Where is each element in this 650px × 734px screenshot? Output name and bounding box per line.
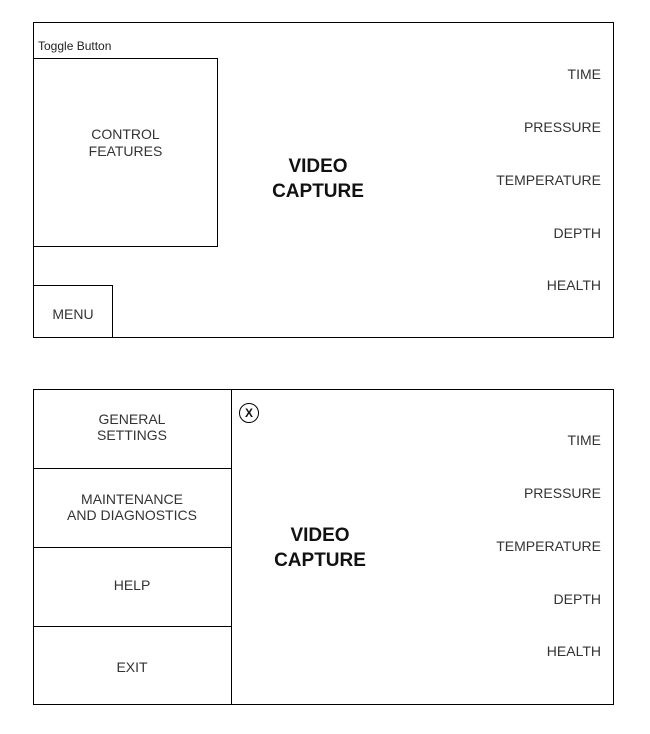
readout-temperature: TEMPERATURE	[496, 172, 601, 188]
readout-temperature: TEMPERATURE	[496, 538, 601, 554]
control-features-label: CONTROL FEATURES	[88, 125, 163, 159]
video-capture-area: VIDEO CAPTURE	[274, 525, 366, 571]
readout-time: TIME	[567, 66, 601, 82]
menu-button[interactable]: MENU	[33, 285, 113, 338]
control-features-panel[interactable]: CONTROL FEATURES	[33, 58, 218, 247]
menu-button-label: MENU	[52, 306, 94, 322]
menu-item-label: HELP	[113, 576, 151, 593]
menu-item-label: GENERAL SETTINGS	[96, 410, 167, 443]
toggle-button[interactable]: Toggle Button	[38, 39, 112, 53]
menu-item-label: EXIT	[116, 658, 148, 675]
readouts-list: TIME PRESSURE TEMPERATURE DEPTH HEALTH	[441, 23, 601, 337]
menu-item-help[interactable]: HELP	[33, 547, 231, 627]
readout-time: TIME	[567, 432, 601, 448]
menu-item-exit[interactable]: EXIT	[33, 626, 231, 705]
readouts-list: TIME PRESSURE TEMPERATURE DEPTH HEALTH	[441, 390, 601, 704]
readout-health: HEALTH	[546, 277, 601, 293]
side-menu: GENERAL SETTINGS MAINTENANCE AND DIAGNOS…	[33, 389, 232, 705]
video-capture-area: VIDEO CAPTURE	[272, 156, 364, 202]
readout-depth: DEPTH	[553, 591, 601, 607]
readout-pressure: PRESSURE	[523, 485, 601, 501]
readout-health: HEALTH	[546, 643, 601, 659]
menu-item-label: MAINTENANCE AND DIAGNOSTICS	[67, 490, 197, 523]
menu-item-general-settings[interactable]: GENERAL SETTINGS	[33, 389, 231, 469]
readout-depth: DEPTH	[553, 225, 601, 241]
expanded-screen-frame: GENERAL SETTINGS MAINTENANCE AND DIAGNOS…	[33, 389, 614, 705]
readout-pressure: PRESSURE	[523, 119, 601, 135]
menu-item-maintenance-diagnostics[interactable]: MAINTENANCE AND DIAGNOSTICS	[33, 468, 231, 548]
collapsed-screen-frame: Toggle Button CONTROL FEATURES MENU VIDE…	[33, 22, 614, 338]
close-icon: X	[244, 406, 253, 420]
close-menu-button[interactable]: X	[239, 403, 259, 423]
